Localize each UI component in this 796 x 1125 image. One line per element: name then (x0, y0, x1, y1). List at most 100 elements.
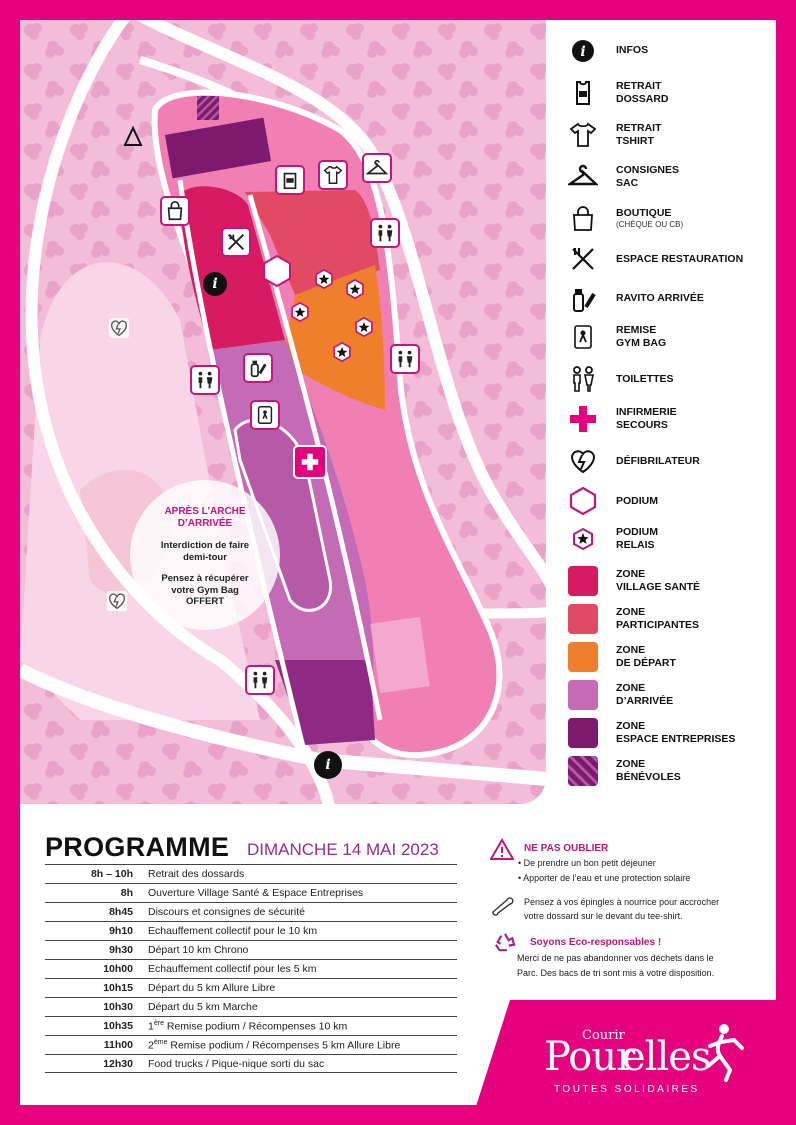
gym-bag-icon (257, 406, 273, 424)
legend-label: TOILETTES (616, 373, 674, 385)
legend-label: BOUTIQUE (616, 207, 672, 219)
bag-icon (167, 201, 183, 221)
restauration-map-icon[interactable] (221, 227, 251, 257)
gym-bag-icon (566, 320, 600, 354)
ravito-map-icon[interactable] (243, 353, 273, 383)
programme-ordinal-suffix: ème (153, 1039, 168, 1046)
programme-time: 10h30 (103, 1001, 133, 1013)
logo-tagline: TOUTES SOLIDAIRES (554, 1084, 700, 1095)
info-map-icon-2[interactable]: i (314, 751, 342, 779)
toilets-icon (253, 671, 268, 689)
bottle-icon (250, 360, 267, 378)
fork-knife-icon (228, 234, 244, 250)
swatch-village (568, 566, 598, 596)
legend-infos: i INFOS (566, 34, 786, 70)
tshirt-map-icon[interactable] (318, 160, 348, 190)
runner-logo-icon (706, 1024, 744, 1082)
legend-podium-relais: PODIUM RELAIS (566, 522, 786, 558)
legend-ravito: RAVITO ARRIVÉE (566, 282, 786, 318)
legend-infirmerie: INFIRMERIE SECOURS (566, 402, 786, 438)
building (370, 616, 430, 694)
toilets-icon (198, 371, 213, 389)
legend-tshirt: RETRAIT TSHIRT (566, 118, 786, 154)
podium-map-icon[interactable] (260, 254, 294, 288)
boutique-map-icon[interactable] (160, 196, 190, 226)
programme-date: DIMANCHE 14 MAI 2023 (247, 840, 439, 859)
legend-label: PODIUM RELAIS (616, 526, 658, 551)
programme-desc: Food trucks / Pique-nique sorti du sac (148, 1058, 325, 1070)
programme-desc: Départ du 5 km Marche (148, 1001, 258, 1013)
callout-gym-bag: Pensez à récupérer votre Gym Bag OFFERT (130, 573, 280, 608)
event-map[interactable]: i i APRÈS L’ARCHE D’ARRIVÉE Interdiction… (20, 20, 546, 804)
logo-courir: Courir (582, 1028, 625, 1043)
legend-label: ZONE VILLAGE SANTÉ (616, 568, 701, 593)
eco-title: Soyons Eco-responsables ! (530, 937, 662, 948)
forget-title: NE PAS OUBLIER (524, 843, 609, 854)
programme-desc: Ouverture Village Santé & Espace Entrepr… (148, 887, 364, 899)
programme-ordinal-suffix: ère (153, 1020, 164, 1027)
defibrillator-map-icon-1[interactable] (108, 317, 130, 339)
star-map-icon-2[interactable] (345, 279, 365, 299)
programme-ordinal: 2 (148, 1039, 154, 1052)
gym-bag-map-icon[interactable] (250, 400, 280, 430)
zone-participantes (245, 190, 380, 295)
eco-line-1: Merci de ne pas abandonner vos déchets d… (517, 953, 714, 963)
fork-knife-icon (566, 242, 600, 276)
programme-time: 9h10 (109, 925, 133, 937)
programme-time: 10h15 (103, 982, 133, 994)
dossard-map-icon[interactable] (275, 165, 305, 195)
programme-time: 10h35 (103, 1020, 133, 1032)
legend-label: RETRAIT DOSSARD (616, 80, 669, 105)
bib-icon (566, 76, 600, 110)
info-map-icon-1[interactable]: i (203, 272, 227, 296)
legend-zone-entreprises: ZONE ESPACE ENTREPRISES (566, 716, 786, 752)
legend-label: CONSIGNES SAC (616, 164, 680, 189)
programme-desc: Départ 10 km Chrono (148, 944, 249, 956)
programme-desc: Discours et consignes de sécurité (148, 906, 305, 918)
zone-arrivee-end (275, 660, 375, 745)
swatch-entreprises (568, 718, 598, 748)
legend-consignes: CONSIGNES SAC (566, 160, 786, 196)
infirmerie-map-icon[interactable] (293, 445, 327, 479)
star-map-icon-4[interactable] (354, 317, 374, 337)
programme-desc: 2ème Remise podium / Récompenses 5 km Al… (148, 1039, 400, 1052)
programme-desc: 1ère Remise podium / Récompenses 10 km (148, 1020, 347, 1033)
legend-restauration: ESPACE RESTAURATION (566, 242, 786, 278)
programme-row: 9h10 Echauffement collectif pour le 10 km (45, 921, 457, 940)
cross-icon (301, 453, 319, 471)
toilets-map-icon-1[interactable] (370, 218, 400, 248)
callout-title-2: D’ARRIVÉE (177, 518, 233, 529)
programme-desc: Retrait des dossards (148, 868, 245, 880)
bib-icon (283, 172, 297, 190)
star-map-icon-5[interactable] (332, 342, 352, 362)
legend-label: ZONE PARTICIPANTES (616, 606, 700, 631)
legend-label: ESPACE RESTAURATION (616, 253, 744, 265)
callout-line-2: demi-tour (183, 551, 227, 563)
programme-desc: Echauffement collectif pour le 10 km (148, 925, 318, 937)
star-map-icon-1[interactable] (314, 269, 334, 289)
legend-label: DÉFIBRILATEUR (616, 455, 700, 467)
logo-band-shape (470, 1000, 796, 1125)
star-map-icon-3[interactable] (290, 302, 310, 322)
toilets-map-icon-4[interactable] (245, 665, 275, 695)
programme-time: 10h00 (103, 963, 133, 975)
logo-band: Courir Pour elles TOUTES SOLIDAIRES (470, 1000, 796, 1125)
defibrillator-icon (566, 444, 600, 478)
legend-label: RETRAIT TSHIRT (616, 122, 662, 147)
toilets-map-icon-2[interactable] (190, 365, 220, 395)
forget-line-1: • De prendre un bon petit déjeuner (518, 858, 656, 868)
programme-time: 8h45 (109, 906, 133, 918)
legend-label: PODIUM (616, 495, 658, 507)
defibrillator-map-icon-2[interactable] (106, 590, 128, 612)
consignes-map-icon[interactable] (362, 153, 392, 183)
svg-text:i: i (580, 44, 585, 60)
toilets-map-icon-3[interactable] (390, 344, 420, 374)
legend-zone-arrivee: ZONE D’ARRIVÉE (566, 678, 786, 714)
hexagon-icon (566, 484, 600, 518)
